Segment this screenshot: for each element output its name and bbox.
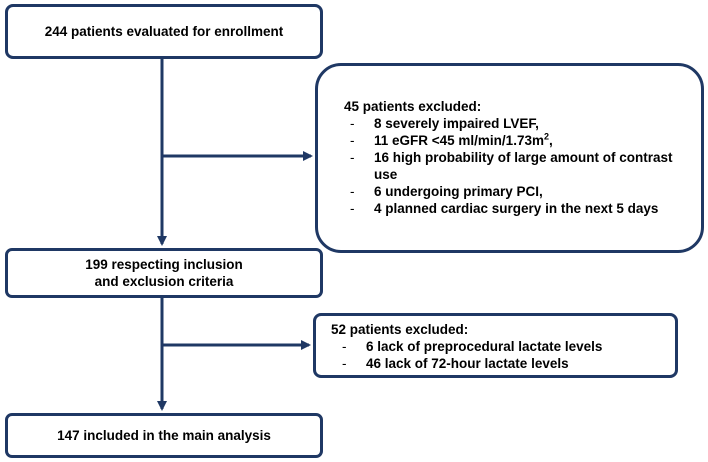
- exclusion-2-item: -6 lack of preprocedural lactate levels: [342, 339, 603, 354]
- exclusion-1-item: -4 planned cardiac surgery in the next 5…: [350, 201, 659, 216]
- exclusion-1-item: -8 severely impaired LVEF,: [350, 116, 539, 131]
- exclusion-2-list: -6 lack of preprocedural lactate levels …: [342, 338, 672, 372]
- exclusion-1-item: -6 undergoing primary PCI,: [350, 184, 543, 199]
- exclusion-box-1: 45 patients excluded: -8 severely impair…: [315, 63, 704, 253]
- exclusion-2-title: 52 patients excluded:: [331, 322, 469, 337]
- exclusion-2-item: -46 lack of 72-hour lactate levels: [342, 356, 569, 371]
- included-line-1: 199 respecting inclusion: [85, 257, 243, 272]
- exclusion-1-title: 45 patients excluded:: [344, 99, 482, 114]
- included-box: 199 respecting inclusion and exclusion c…: [5, 248, 323, 298]
- enrollment-box: 244 patients evaluated for enrollment: [5, 4, 323, 59]
- exclusion-box-2: 52 patients excluded: -6 lack of preproc…: [313, 313, 678, 378]
- exclusion-1-item: -11 eGFR <45 ml/min/1.73m2,: [350, 131, 553, 148]
- analysis-text: 147 included in the main analysis: [57, 428, 271, 443]
- exclusion-1-item: -16 high probability of large amount of …: [350, 150, 673, 182]
- included-line-2: and exclusion criteria: [94, 274, 234, 289]
- enrollment-text: 244 patients evaluated for enrollment: [44, 24, 284, 39]
- analysis-box: 147 included in the main analysis: [5, 413, 323, 458]
- exclusion-1-list: -8 severely impaired LVEF, -11 eGFR <45 …: [350, 115, 690, 217]
